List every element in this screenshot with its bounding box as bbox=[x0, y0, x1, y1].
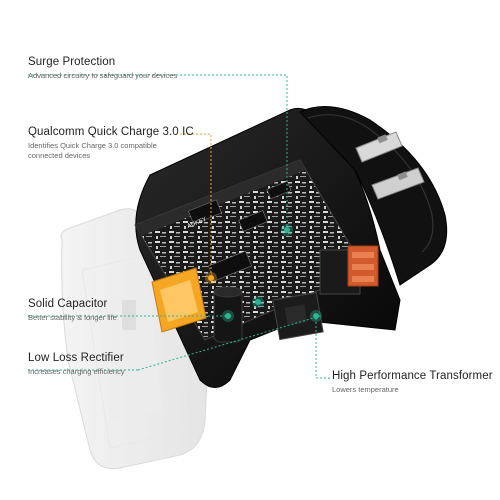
feature-description: Advanced circuitry to safeguard your dev… bbox=[28, 71, 178, 80]
feature-title: Solid Capacitor bbox=[28, 298, 108, 310]
feature-description: Lowers temperature bbox=[332, 385, 399, 394]
feature-description-line: connected devices bbox=[28, 151, 91, 160]
feature-low-loss-rectifier: Low Loss Rectifier Increases charging ef… bbox=[28, 352, 125, 377]
callout-leaders bbox=[28, 74, 330, 379]
feature-title: Low Loss Rectifier bbox=[28, 352, 124, 364]
feature-description-line: Identifies Quick Charge 3.0 compatible bbox=[28, 141, 157, 150]
feature-description: Identifies Quick Charge 3.0 compatible c… bbox=[28, 141, 194, 161]
feature-description: Increases charging efficiency bbox=[28, 367, 125, 376]
rectifier-part bbox=[272, 291, 324, 341]
us-plug-prong-icon bbox=[355, 131, 425, 200]
feature-high-performance-transformer: High Performance Transformer Lowers temp… bbox=[332, 370, 493, 395]
feature-surge-protection: Surge Protection Advanced circuitry to s… bbox=[28, 56, 177, 81]
feature-quick-charge-ic: Qualcomm Quick Charge 3.0 IC Identifies … bbox=[28, 126, 194, 161]
transformer-part bbox=[319, 245, 379, 295]
feature-title: High Performance Transformer bbox=[332, 370, 493, 382]
feature-solid-capacitor: Solid Capacitor Better stability & longe… bbox=[28, 298, 117, 323]
feature-title: Surge Protection bbox=[28, 56, 116, 68]
callout-dot-icon bbox=[205, 224, 322, 322]
feature-description: Better stability & longer life bbox=[28, 313, 117, 322]
feature-title: Qualcomm Quick Charge 3.0 IC bbox=[28, 126, 194, 138]
